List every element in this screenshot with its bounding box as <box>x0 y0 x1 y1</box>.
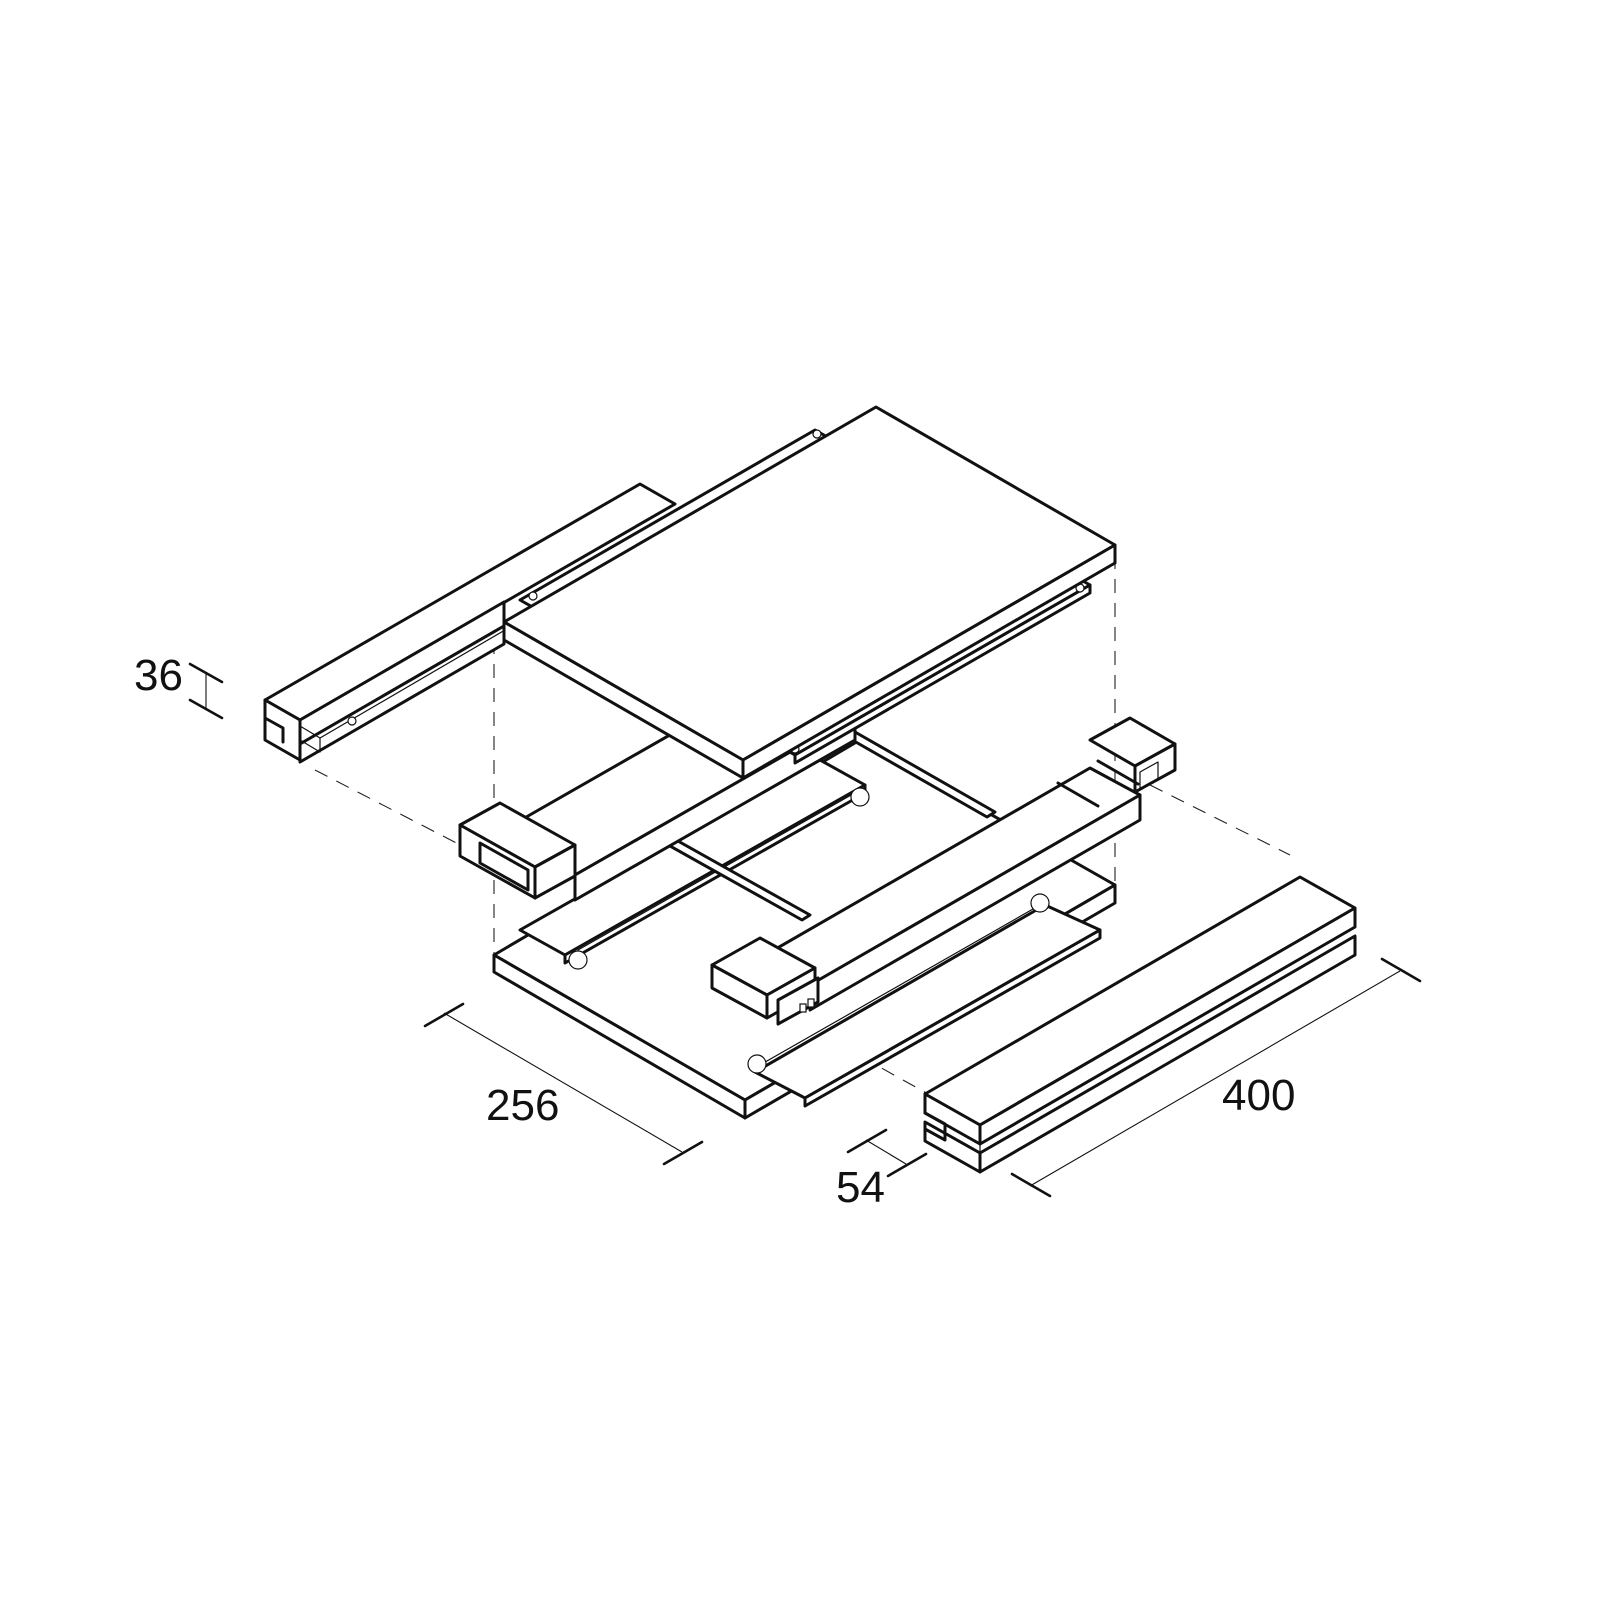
right-tube-band-2 <box>1096 759 1140 786</box>
diagonal-guide-right <box>1149 784 1291 856</box>
right-h-profile-rail <box>923 875 1357 1174</box>
right-tube-plug-pin-2 <box>807 998 815 1008</box>
diagonal-guide-left <box>314 769 471 851</box>
dimension-depth-line <box>865 1139 907 1165</box>
dimension-length-label: 400 <box>1222 1071 1295 1120</box>
right-tube-connector <box>1139 761 1159 791</box>
lower-mounting-strip-right <box>747 893 1102 1108</box>
dimension-width-tick-right <box>662 1140 704 1166</box>
dimension-length-line <box>1029 970 1401 1187</box>
stud-right-top <box>1030 893 1050 913</box>
dimension-length-tick-right <box>1380 957 1422 983</box>
dimension-depth-label: 54 <box>836 1163 885 1212</box>
dimension-length: 400 <box>1010 957 1422 1198</box>
dimension-height: 36 <box>134 651 224 720</box>
dimension-height-tick-top <box>188 662 224 684</box>
dimension-depth-tick-bottom <box>886 1152 928 1178</box>
left-tube-end-right <box>533 843 577 900</box>
right-tube-plug-pin-1 <box>799 1003 807 1013</box>
right-square-tube <box>710 716 1177 1026</box>
diagonal-guide-bottom <box>839 1044 931 1096</box>
left-rail-channel <box>299 725 321 753</box>
dimension-height-tick-bottom <box>188 698 224 720</box>
dimension-length-tick-left <box>1010 1172 1052 1198</box>
strip-right-edge <box>803 928 1102 1108</box>
dimension-depth-tick-top <box>846 1128 888 1154</box>
inner-board-hole-2 <box>812 429 822 439</box>
right-tube-band-1 <box>1056 781 1100 808</box>
right-rail-side-lower <box>978 934 1357 1174</box>
strip-right-wire <box>759 904 1041 1066</box>
right-rail-groove <box>979 926 1356 1145</box>
left-rail-hole <box>347 716 357 726</box>
dimension-width-tick-left <box>423 1002 465 1028</box>
left-rail-slot <box>263 716 285 744</box>
right-rail-channel <box>944 1123 981 1154</box>
top-panel-stack <box>502 405 1117 780</box>
stud-right-bottom <box>747 1054 767 1074</box>
dimension-height-label: 36 <box>134 651 183 700</box>
inner-board-edge <box>793 583 1092 765</box>
dimension-depth: 54 <box>836 1128 928 1212</box>
dimension-width-label: 256 <box>486 1081 559 1130</box>
dimension-width: 256 <box>423 1002 704 1166</box>
left-tube-opening <box>478 841 530 892</box>
inner-board-hole-1 <box>528 591 538 601</box>
top-panel-face <box>502 405 1117 762</box>
left-h-profile-rail <box>263 482 677 764</box>
dimension-width-line <box>443 1012 683 1153</box>
stud-left-top <box>850 787 870 807</box>
right-tube-plug <box>776 976 820 1026</box>
top-panel-front-right <box>741 543 1117 780</box>
stud-left-bottom <box>568 950 588 970</box>
